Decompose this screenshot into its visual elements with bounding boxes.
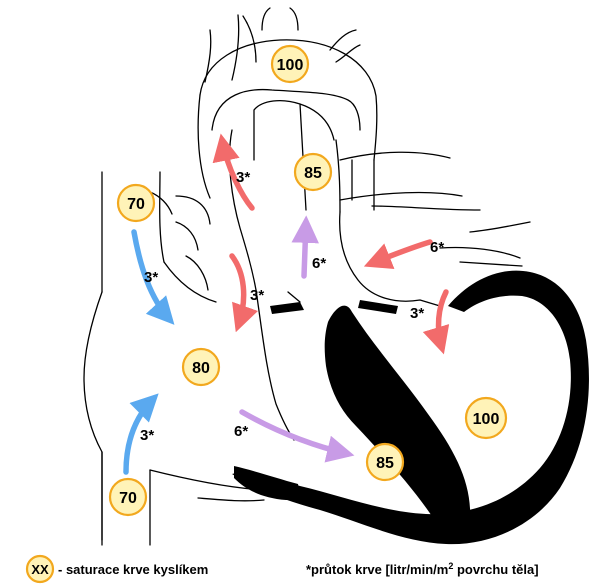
legend-flow-prefix: *průtok krve [litr/min/m (306, 562, 448, 577)
carotid-branch (262, 8, 298, 30)
superior-vena-cava-saturation-value: 70 (127, 196, 145, 213)
left-ventricle-saturation-badge: 100 (466, 398, 506, 438)
right-atrium-saturation-value: 80 (192, 360, 210, 377)
legend-symbol-text: XX (31, 562, 49, 577)
legend-saturation: XX - saturace krve kyslíkem (27, 556, 208, 582)
pulmonary-artery-saturation-badge: 85 (295, 154, 331, 190)
right-atrium-saturation-badge: 80 (183, 349, 219, 385)
ascending-aorta (198, 95, 256, 290)
legend-saturation-label: - saturace krve kyslíkem (58, 562, 208, 577)
pulmonary-artery-saturation-value: 85 (304, 165, 322, 182)
legend-flow-label: *průtok krve [litr/min/m2 povrchu těla] (306, 561, 539, 577)
superior-vena-cava-inflow-label: 3* (144, 269, 158, 286)
inferior-vena-cava-saturation-value: 70 (119, 490, 137, 507)
right-ventricle-to-pulmonary-artery-label: 6* (312, 255, 326, 272)
right-pulmonary-artery (340, 152, 462, 200)
aorta-saturation-badge: 100 (272, 46, 308, 82)
valve-leaflets (270, 300, 398, 314)
aorta-saturation-value: 100 (277, 57, 304, 74)
pulmonary-veins-arrow (370, 242, 430, 264)
legend-flow-suffix: povrchu těla] (453, 562, 538, 577)
right-ventricle-wall (234, 466, 299, 500)
right-ventricle-saturation-value: 85 (376, 455, 394, 472)
right-atrial-appendage (150, 192, 210, 290)
left-atrium-to-left-ventricle-arrow (439, 292, 446, 348)
left-atrium-to-right-atrium-arrow (232, 256, 244, 326)
pulmonary-veins-inflow-label: 6* (430, 239, 444, 256)
legend: XX - saturace krve kyslíkem *průtok krve… (27, 556, 539, 582)
left-ventricle-saturation-value: 100 (473, 411, 500, 428)
brachiocephalic-branch (205, 15, 256, 82)
right-ventricle-saturation-badge: 85 (367, 444, 403, 480)
aorta-descending (352, 160, 374, 210)
inferior-vena-cava-saturation-badge: 70 (110, 479, 146, 515)
left-atrium-to-left-ventricle-label: 3* (410, 305, 424, 322)
pulmonary-trunk (254, 101, 340, 212)
pulmonary-veins (372, 206, 530, 266)
superior-vena-cava-saturation-badge: 70 (118, 185, 154, 221)
right-ventricle-to-pulmonary-artery-arrow (304, 222, 306, 276)
subclavian-branch (330, 30, 360, 62)
left-atrium-to-right-atrium-label: 3* (250, 287, 264, 304)
inferior-vena-cava-inflow-label: 3* (140, 427, 154, 444)
right-atrium-to-right-ventricle-arrow (242, 412, 348, 454)
right-atrium-to-right-ventricle-label: 6* (234, 423, 248, 440)
aorta-outflow-label: 3* (236, 169, 250, 186)
